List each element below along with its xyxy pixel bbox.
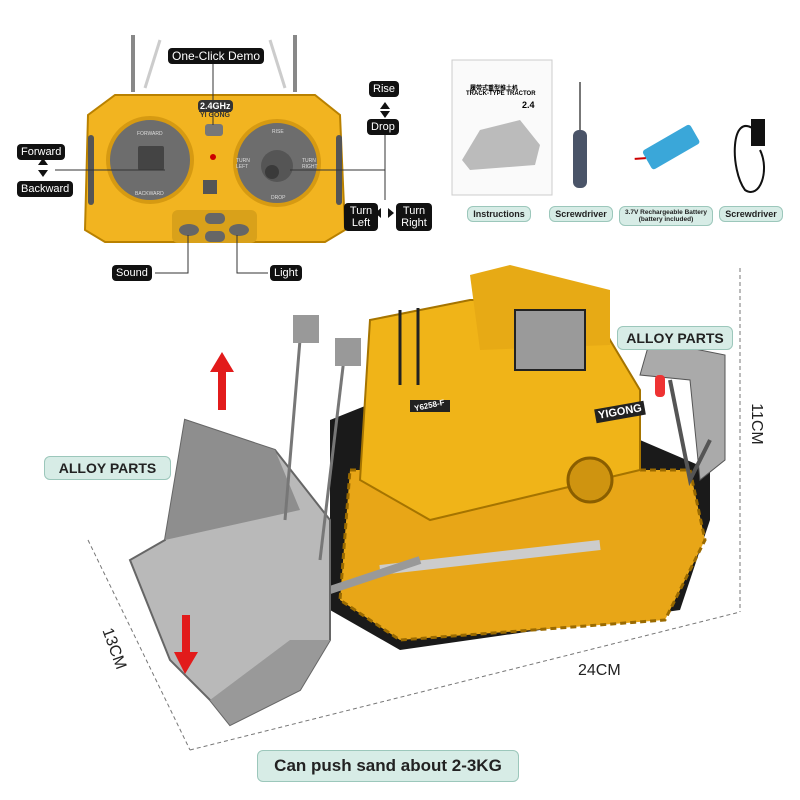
- manual-title-cn: 履带式重型推土机: [470, 86, 519, 92]
- remote-brand: YI GONG: [200, 112, 230, 119]
- label-light: Light: [270, 265, 302, 281]
- bulldozer: [128, 265, 726, 727]
- label-forward: Forward: [17, 144, 66, 160]
- battery: [634, 124, 700, 170]
- label-drop: Drop: [367, 119, 399, 135]
- remote-frequency: 2.4GHz: [198, 100, 233, 112]
- stick-turn-right: TURN RIGHT: [302, 158, 318, 170]
- dimension-length: 24CM: [578, 662, 621, 679]
- callout-alloy-parts-right: ALLOY PARTS: [617, 326, 733, 350]
- stick-backward: BACKWARD: [135, 191, 164, 197]
- label-sound: Sound: [112, 265, 152, 281]
- accessory-instructions: Instructions: [467, 206, 531, 222]
- battery-label: 3.7V Rechargeable Battery: [624, 209, 707, 216]
- callout-lines: [55, 60, 386, 274]
- remote-antennas: [131, 35, 297, 92]
- instruction-manual: [451, 59, 553, 196]
- screwdriver: [573, 82, 587, 188]
- usb-cable: [733, 119, 765, 193]
- remote-controller: [83, 94, 347, 243]
- label-one-click-demo: One-Click Demo: [168, 48, 265, 64]
- accessory-usb-cable: Screwdriver: [719, 206, 783, 222]
- accessory-battery: 3.7V Rechargeable Battery (battery inclu…: [619, 206, 713, 226]
- label-backward: Backward: [17, 181, 74, 197]
- stick-forward: FORWARD: [137, 131, 163, 137]
- manual-badge: 2.4: [522, 100, 535, 110]
- label-turn-right: Turn Right: [396, 203, 432, 231]
- callout-push-capacity: Can push sand about 2-3KG: [257, 750, 519, 782]
- dimension-height: 11CM: [747, 403, 765, 445]
- stick-turn-left: TURN LEFT: [236, 158, 250, 170]
- blade-arrows: [174, 352, 234, 674]
- label-turn-left: Turn Left: [344, 203, 378, 231]
- manual-title: TRACK-TYPE TRACTOR: [466, 91, 536, 97]
- accessory-screwdriver: Screwdriver: [549, 206, 613, 222]
- direction-arrows: [38, 102, 394, 218]
- stick-drop: DROP: [271, 195, 286, 201]
- battery-sublabel: (battery included): [638, 216, 694, 223]
- stick-rise: RISE: [272, 129, 284, 135]
- callout-alloy-parts-left: ALLOY PARTS: [44, 456, 171, 480]
- label-rise: Rise: [369, 81, 400, 97]
- dimension-lines: [87, 268, 741, 751]
